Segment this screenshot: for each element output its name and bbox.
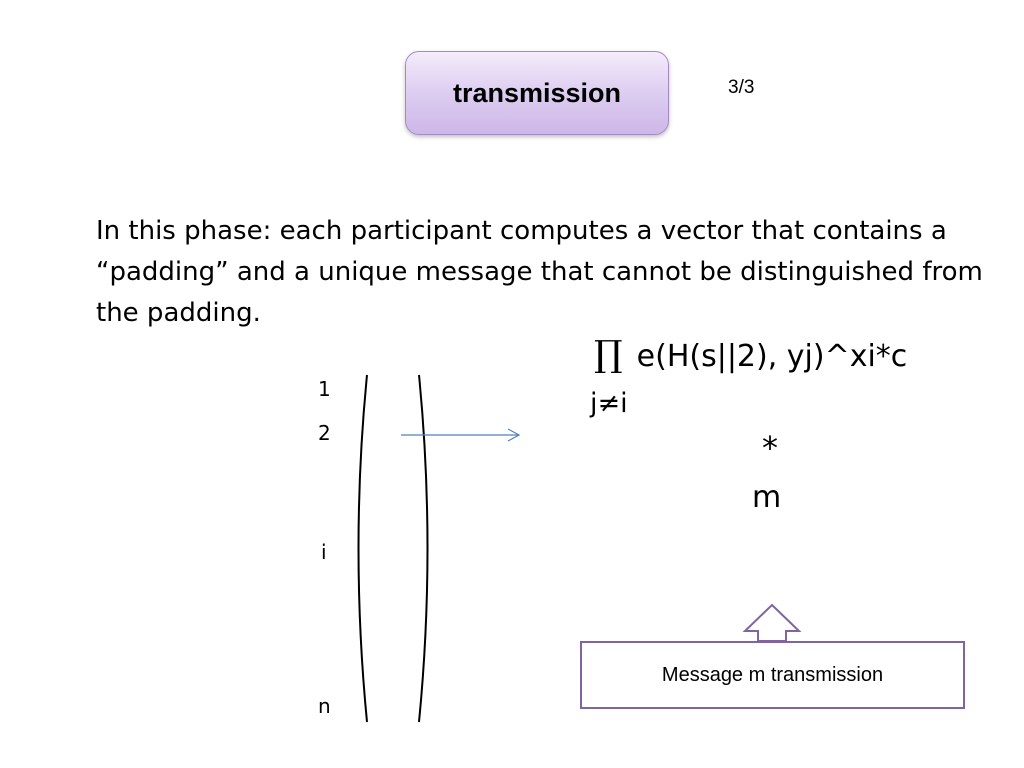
vector-row-label: i: [321, 540, 327, 564]
formula-line: ∏ e(H(s||2), yj)^xi*c: [594, 334, 907, 375]
body-text: In this phase: each participant computes…: [96, 216, 983, 328]
vector-row-label: 2: [318, 421, 331, 445]
message-callout-label: Message m transmission: [661, 663, 884, 686]
vector-row-label: n: [318, 694, 331, 718]
arrow-head: [507, 428, 521, 442]
vector-row-label: 1: [318, 377, 331, 401]
multiply-symbol: *: [762, 429, 778, 467]
product-symbol: ∏: [594, 334, 623, 375]
message-callout-box: Message m transmission: [580, 641, 965, 709]
up-arrow-shape: [742, 603, 802, 642]
formula-subscript: j≠i: [590, 388, 628, 419]
message-symbol: m: [752, 480, 782, 515]
formula-expression: e(H(s||2), yj)^xi*c: [636, 339, 908, 374]
slide-title: transmission: [452, 77, 622, 108]
title-box: transmission: [405, 51, 669, 135]
vector-right-bracket: [418, 374, 429, 723]
page-number: 3/3: [728, 77, 755, 98]
vector-left-bracket: [357, 374, 368, 723]
